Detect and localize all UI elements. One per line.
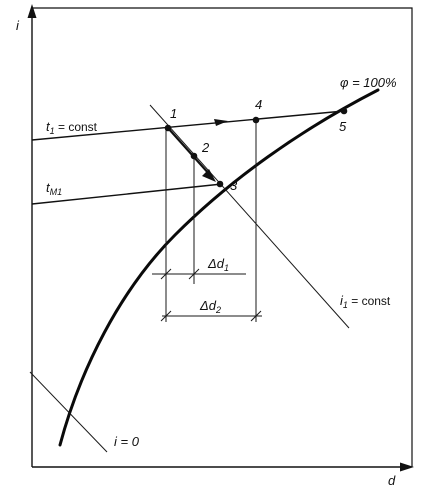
point-5-marker xyxy=(340,107,348,115)
point-2-label: 2 xyxy=(201,140,210,155)
t1-isotherm xyxy=(31,110,345,141)
saturation-curve-label: φ = 100% xyxy=(340,75,397,90)
delta-d2-tick-left xyxy=(160,310,172,322)
point-5-label: 5 xyxy=(339,119,347,134)
tm1-label: tM1 xyxy=(46,180,62,197)
delta-d1-label: Δd1 xyxy=(207,256,229,273)
i1-label: i1 = const xyxy=(340,293,391,310)
point-3-marker xyxy=(216,180,224,188)
t1-label: t1 = const xyxy=(46,119,98,136)
plot-frame xyxy=(32,7,413,467)
delta-d2-label: Δd2 xyxy=(199,298,221,315)
point-2-marker xyxy=(190,152,198,160)
i0-enthalpy-line xyxy=(29,371,108,453)
delta-d1-tick-left xyxy=(160,268,172,280)
x-axis-arrow xyxy=(400,462,414,472)
point-1-marker xyxy=(164,124,172,132)
x-axis-label: d xyxy=(388,473,396,487)
point-1-label: 1 xyxy=(170,106,177,121)
point-4-label: 4 xyxy=(255,97,262,112)
saturation-curve xyxy=(58,88,380,447)
t1-direction-arrow xyxy=(214,119,228,126)
tm1-isotherm xyxy=(31,183,223,205)
delta-d1-tick-right xyxy=(188,268,200,280)
y-axis-arrow xyxy=(27,4,37,18)
process-arrow-head xyxy=(202,169,216,182)
delta-d2-tick-right xyxy=(250,310,262,322)
point-4-marker xyxy=(252,116,260,124)
i1-enthalpy-line xyxy=(149,104,350,329)
process-line-1-3 xyxy=(167,127,211,176)
point-3-label: 3 xyxy=(230,178,238,193)
y-axis-label: i xyxy=(16,18,20,33)
i0-label: i = 0 xyxy=(114,434,140,449)
